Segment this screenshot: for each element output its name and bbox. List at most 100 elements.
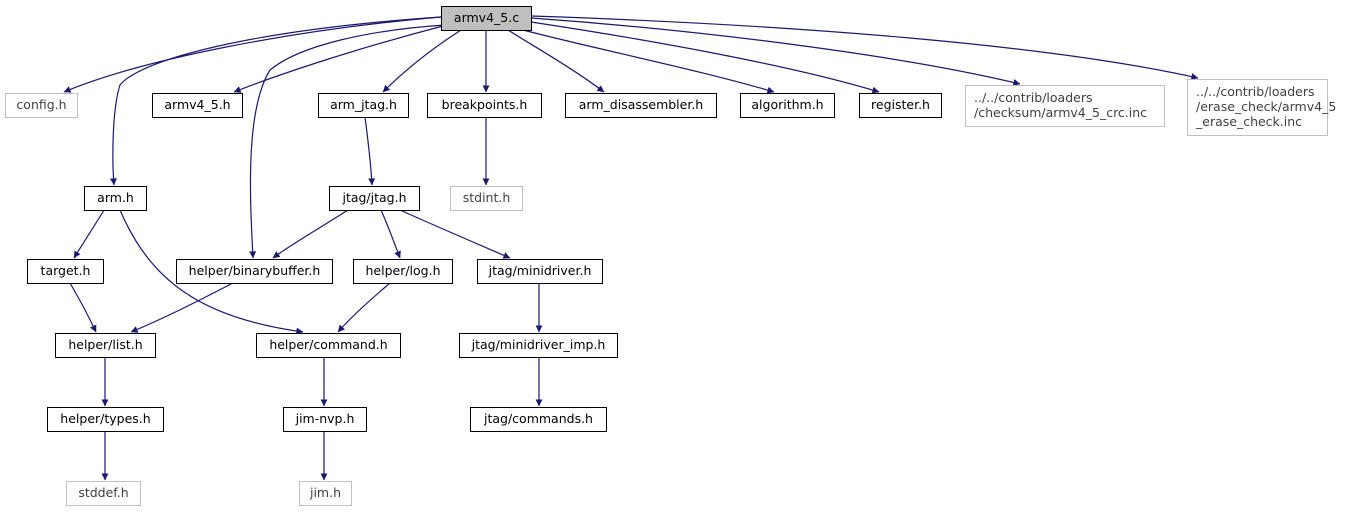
node-label: jtag/jtag.h	[341, 190, 406, 205]
edge-root-to-register	[530, 21, 880, 94]
node-stddef: stddef.h	[66, 481, 141, 506]
node-box	[299, 481, 352, 506]
edge-root-to-erase	[530, 15, 1199, 80]
edge-root-to-algorithm	[522, 29, 775, 94]
node-box	[1187, 79, 1328, 136]
node-label: arm_jtag.h	[330, 97, 397, 112]
node-jimnvp[interactable]: jim-nvp.h	[283, 407, 367, 432]
node-label: /checksum/armv4_5_crc.inc	[974, 105, 1147, 120]
edge-root-to-armjtag	[382, 29, 462, 93]
node-box	[965, 85, 1165, 127]
node-box	[450, 186, 523, 211]
node-label: helper/binarybuffer.h	[189, 263, 321, 278]
node-label: target.h	[41, 263, 91, 278]
edge-armjtag-to-jtag	[364, 116, 376, 186]
node-box	[318, 93, 409, 118]
node-box	[740, 93, 835, 118]
node-box	[5, 93, 78, 118]
node-box	[84, 186, 147, 211]
node-config: config.h	[5, 93, 78, 118]
node-label: register.h	[871, 97, 930, 112]
edge-root-to-arm	[109, 16, 442, 186]
node-commands[interactable]: jtag/commands.h	[470, 407, 607, 432]
node-label: jtag/commands.h	[483, 411, 593, 426]
node-jtag[interactable]: jtag/jtag.h	[329, 186, 420, 211]
edge-arm-to-command	[119, 209, 304, 335]
edge-root-to-binarybuffer	[249, 24, 446, 259]
node-label: helper/log.h	[365, 263, 440, 278]
node-box	[47, 407, 164, 432]
node-box	[176, 259, 333, 284]
node-label: ../../contrib/loaders	[1196, 84, 1314, 99]
node-label: helper/types.h	[60, 411, 150, 426]
node-label: helper/list.h	[68, 337, 142, 352]
node-label: config.h	[16, 97, 66, 112]
node-box	[66, 481, 141, 506]
node-label: arm.h	[97, 190, 134, 205]
node-armv45h[interactable]: armv4_5.h	[152, 93, 243, 118]
edge-binarybuffer-to-list	[130, 282, 234, 333]
node-crc: ../../contrib/loaders/checksum/armv4_5_c…	[965, 85, 1165, 127]
node-box	[459, 333, 618, 358]
edge-target-to-list	[69, 282, 97, 333]
node-label: armv4_5.h	[164, 97, 230, 112]
edge-jtag-to-minidriver	[399, 209, 511, 259]
node-label: jtag/minidriver_imp.h	[471, 337, 606, 352]
node-box	[256, 333, 401, 358]
node-box	[441, 6, 532, 31]
node-label: stdint.h	[463, 190, 511, 205]
node-stdint: stdint.h	[450, 186, 523, 211]
node-box	[55, 333, 156, 358]
edge-root-to-armv45h	[233, 25, 444, 93]
node-label: jtag/minidriver.h	[488, 263, 592, 278]
node-label: armv4_5.c	[454, 10, 519, 25]
edge-jtag-to-log	[380, 209, 401, 259]
edge-root-to-disasm	[507, 29, 605, 93]
node-label: jim.h	[309, 485, 341, 500]
node-label: helper/command.h	[269, 337, 387, 352]
edge-log-to-command	[337, 282, 391, 333]
node-label: /erase_check/armv4_5	[1196, 99, 1336, 114]
node-target[interactable]: target.h	[27, 259, 104, 284]
node-list[interactable]: helper/list.h	[55, 333, 156, 358]
node-box	[470, 407, 607, 432]
node-root[interactable]: armv4_5.c	[441, 6, 532, 31]
node-box	[283, 407, 367, 432]
node-disasm[interactable]: arm_disassembler.h	[565, 93, 717, 118]
node-armjtag[interactable]: arm_jtag.h	[318, 93, 409, 118]
edge-jtag-to-binarybuffer	[272, 209, 349, 259]
node-label: stddef.h	[78, 485, 128, 500]
node-minidriverimp[interactable]: jtag/minidriver_imp.h	[459, 333, 618, 358]
edge-root-to-config	[63, 16, 442, 93]
edge-layer	[63, 15, 1199, 481]
node-register[interactable]: register.h	[859, 93, 942, 118]
node-box	[152, 93, 243, 118]
node-binarybuffer[interactable]: helper/binarybuffer.h	[176, 259, 333, 284]
node-erase: ../../contrib/loaders/erase_check/armv4_…	[1187, 79, 1336, 136]
node-box	[565, 93, 717, 118]
node-label: breakpoints.h	[442, 97, 528, 112]
node-minidriver[interactable]: jtag/minidriver.h	[477, 259, 603, 284]
node-box	[427, 93, 542, 118]
node-box	[859, 93, 942, 118]
node-arm[interactable]: arm.h	[84, 186, 147, 211]
node-box	[329, 186, 420, 211]
node-algorithm[interactable]: algorithm.h	[740, 93, 835, 118]
node-box	[27, 259, 104, 284]
node-box	[353, 259, 453, 284]
node-label: _erase_check.inc	[1195, 114, 1302, 129]
node-layer: armv4_5.c config.h arm.h armv4_5.h helper/bi…	[5, 6, 1336, 506]
node-label: jim-nvp.h	[295, 411, 355, 426]
edge-root-to-crc	[530, 17, 1021, 86]
node-label: arm_disassembler.h	[579, 97, 703, 112]
node-jim: jim.h	[299, 481, 352, 506]
node-breakpoints[interactable]: breakpoints.h	[427, 93, 542, 118]
node-label: algorithm.h	[751, 97, 823, 112]
node-label: ../../contrib/loaders	[974, 90, 1092, 105]
node-command[interactable]: helper/command.h	[256, 333, 401, 358]
edge-arm-to-target	[73, 209, 105, 259]
node-types[interactable]: helper/types.h	[47, 407, 164, 432]
node-log[interactable]: helper/log.h	[353, 259, 453, 284]
node-box	[477, 259, 603, 284]
